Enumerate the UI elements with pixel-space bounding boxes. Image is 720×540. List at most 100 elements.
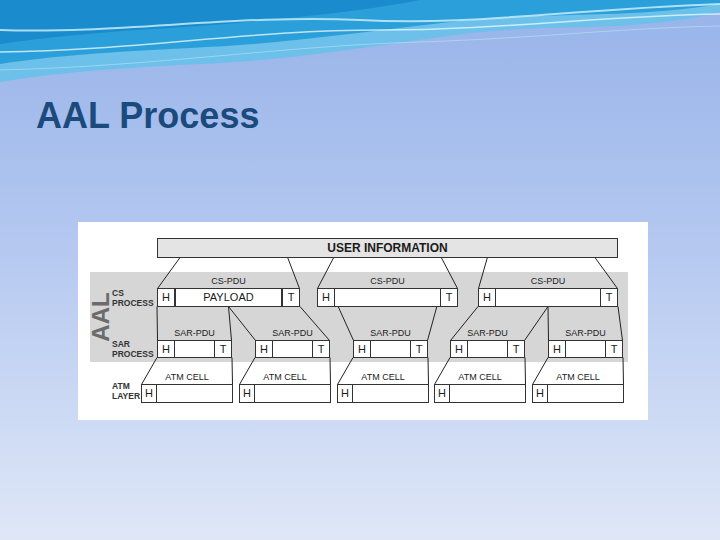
pdu-box: SAR-PDUHT — [548, 340, 623, 358]
fan-connector — [158, 258, 300, 289]
pdu-heading: SAR-PDU — [451, 328, 524, 339]
wave-band — [0, 0, 720, 82]
fan-connector — [338, 307, 437, 341]
field-cell: H — [239, 384, 255, 403]
field-cell: H — [532, 384, 548, 403]
field-cell: H — [353, 340, 371, 358]
wave-line — [0, 26, 720, 70]
fan-connector — [142, 358, 233, 385]
pdu-heading: CS-PDU — [158, 276, 299, 287]
wave-band — [0, 0, 420, 44]
wave-line — [0, 14, 720, 52]
field-cell: T — [507, 340, 525, 358]
field-cell: T — [282, 288, 300, 307]
slide-title: AAL Process — [36, 95, 259, 137]
label-anchor: CS PROCESS — [112, 288, 155, 308]
pdu-box: SAR-PDUHT — [353, 340, 428, 358]
pdu-box: CS-PDUHPAYLOADT — [157, 288, 300, 307]
field-label: H — [240, 385, 254, 402]
field-label: T — [313, 341, 329, 357]
field-label: T — [411, 341, 427, 357]
fan-connector — [338, 358, 429, 385]
field-label: T — [441, 289, 457, 306]
field-label: PAYLOAD — [176, 289, 281, 306]
atm-cell-box: ATM CELLH — [141, 384, 233, 403]
title-anchor: AAL Process — [36, 95, 259, 137]
figure-ground — [78, 222, 648, 420]
atm-cell-box: ATM CELLH — [239, 384, 331, 403]
fan-connector — [479, 258, 618, 289]
field-label: H — [533, 385, 547, 402]
field-cell: T — [410, 340, 428, 358]
field-label: H — [338, 385, 352, 402]
field-label: H — [549, 341, 565, 357]
field-cell: T — [214, 340, 232, 358]
field-cell: H — [478, 288, 496, 307]
field-cell: H — [337, 384, 353, 403]
cell-heading: ATM CELL — [240, 372, 330, 383]
field-cell: T — [600, 288, 618, 307]
field-label: H — [256, 341, 272, 357]
pdu-box: CS-PDUHT — [478, 288, 618, 307]
field-label: H — [354, 341, 370, 357]
layer-band: AALCS-PDUHPAYLOADTCS-PDUHTCS-PDUHTSAR-PD… — [90, 272, 628, 362]
field-cell: H — [548, 340, 566, 358]
label-anchor: ATM LAYER — [112, 381, 155, 401]
pdu-heading: SAR-PDU — [354, 328, 427, 339]
field-cell: T — [440, 288, 458, 307]
layer-label: CS PROCESS — [112, 288, 155, 308]
atm-cell-box: ATM CELLH — [434, 384, 526, 403]
field-label: T — [508, 341, 524, 357]
cell-heading: ATM CELL — [338, 372, 428, 383]
pdu-box: SAR-PDUHT — [450, 340, 525, 358]
field-label: T — [606, 341, 622, 357]
field-label: T — [215, 341, 231, 357]
fan-connector — [157, 307, 232, 341]
pdu-heading: SAR-PDU — [158, 328, 231, 339]
field-label: T — [283, 289, 299, 306]
wave-line — [0, 4, 720, 31]
field-cell: T — [605, 340, 623, 358]
wave-band — [0, 0, 720, 64]
field-label: H — [158, 289, 174, 306]
field-cell: PAYLOAD — [175, 288, 282, 307]
atm-cell-box: ATM CELLH — [337, 384, 429, 403]
layer-label: ATM LAYER — [112, 381, 155, 401]
label-anchor: SAR PROCESS — [112, 339, 155, 359]
field-cell: T — [312, 340, 330, 358]
fan-connector — [548, 307, 623, 341]
info-box: USER INFORMATION — [157, 238, 618, 258]
atm-cell-box: ATM CELLH — [532, 384, 624, 403]
pdu-heading: SAR-PDU — [256, 328, 329, 339]
fan-connector — [435, 358, 526, 385]
pdu-heading: SAR-PDU — [549, 328, 622, 339]
field-cell: H — [141, 384, 157, 403]
box-label: USER INFORMATION — [158, 239, 617, 257]
field-cell: H — [157, 340, 175, 358]
fan-connector — [229, 307, 330, 341]
field-label: H — [479, 289, 495, 306]
field-cell: H — [255, 340, 273, 358]
fan-connector — [533, 358, 624, 385]
field-cell: H — [317, 288, 335, 307]
field-label: H — [318, 289, 334, 306]
field-label: H — [451, 341, 467, 357]
field-label: H — [158, 341, 174, 357]
pdu-heading: CS-PDU — [318, 276, 457, 287]
cell-heading: ATM CELL — [435, 372, 525, 383]
fan-connector — [318, 258, 458, 289]
pdu-box: CS-PDUHT — [317, 288, 458, 307]
pdu-heading: CS-PDU — [479, 276, 617, 287]
field-label: H — [435, 385, 449, 402]
field-cell: H — [157, 288, 175, 307]
band-rect — [90, 272, 628, 362]
field-cell: H — [434, 384, 450, 403]
fan-connector — [240, 358, 331, 385]
band-label: AAL — [89, 272, 113, 362]
layer-label: SAR PROCESS — [112, 339, 155, 359]
fan-connector — [451, 307, 549, 341]
field-label: H — [142, 385, 156, 402]
